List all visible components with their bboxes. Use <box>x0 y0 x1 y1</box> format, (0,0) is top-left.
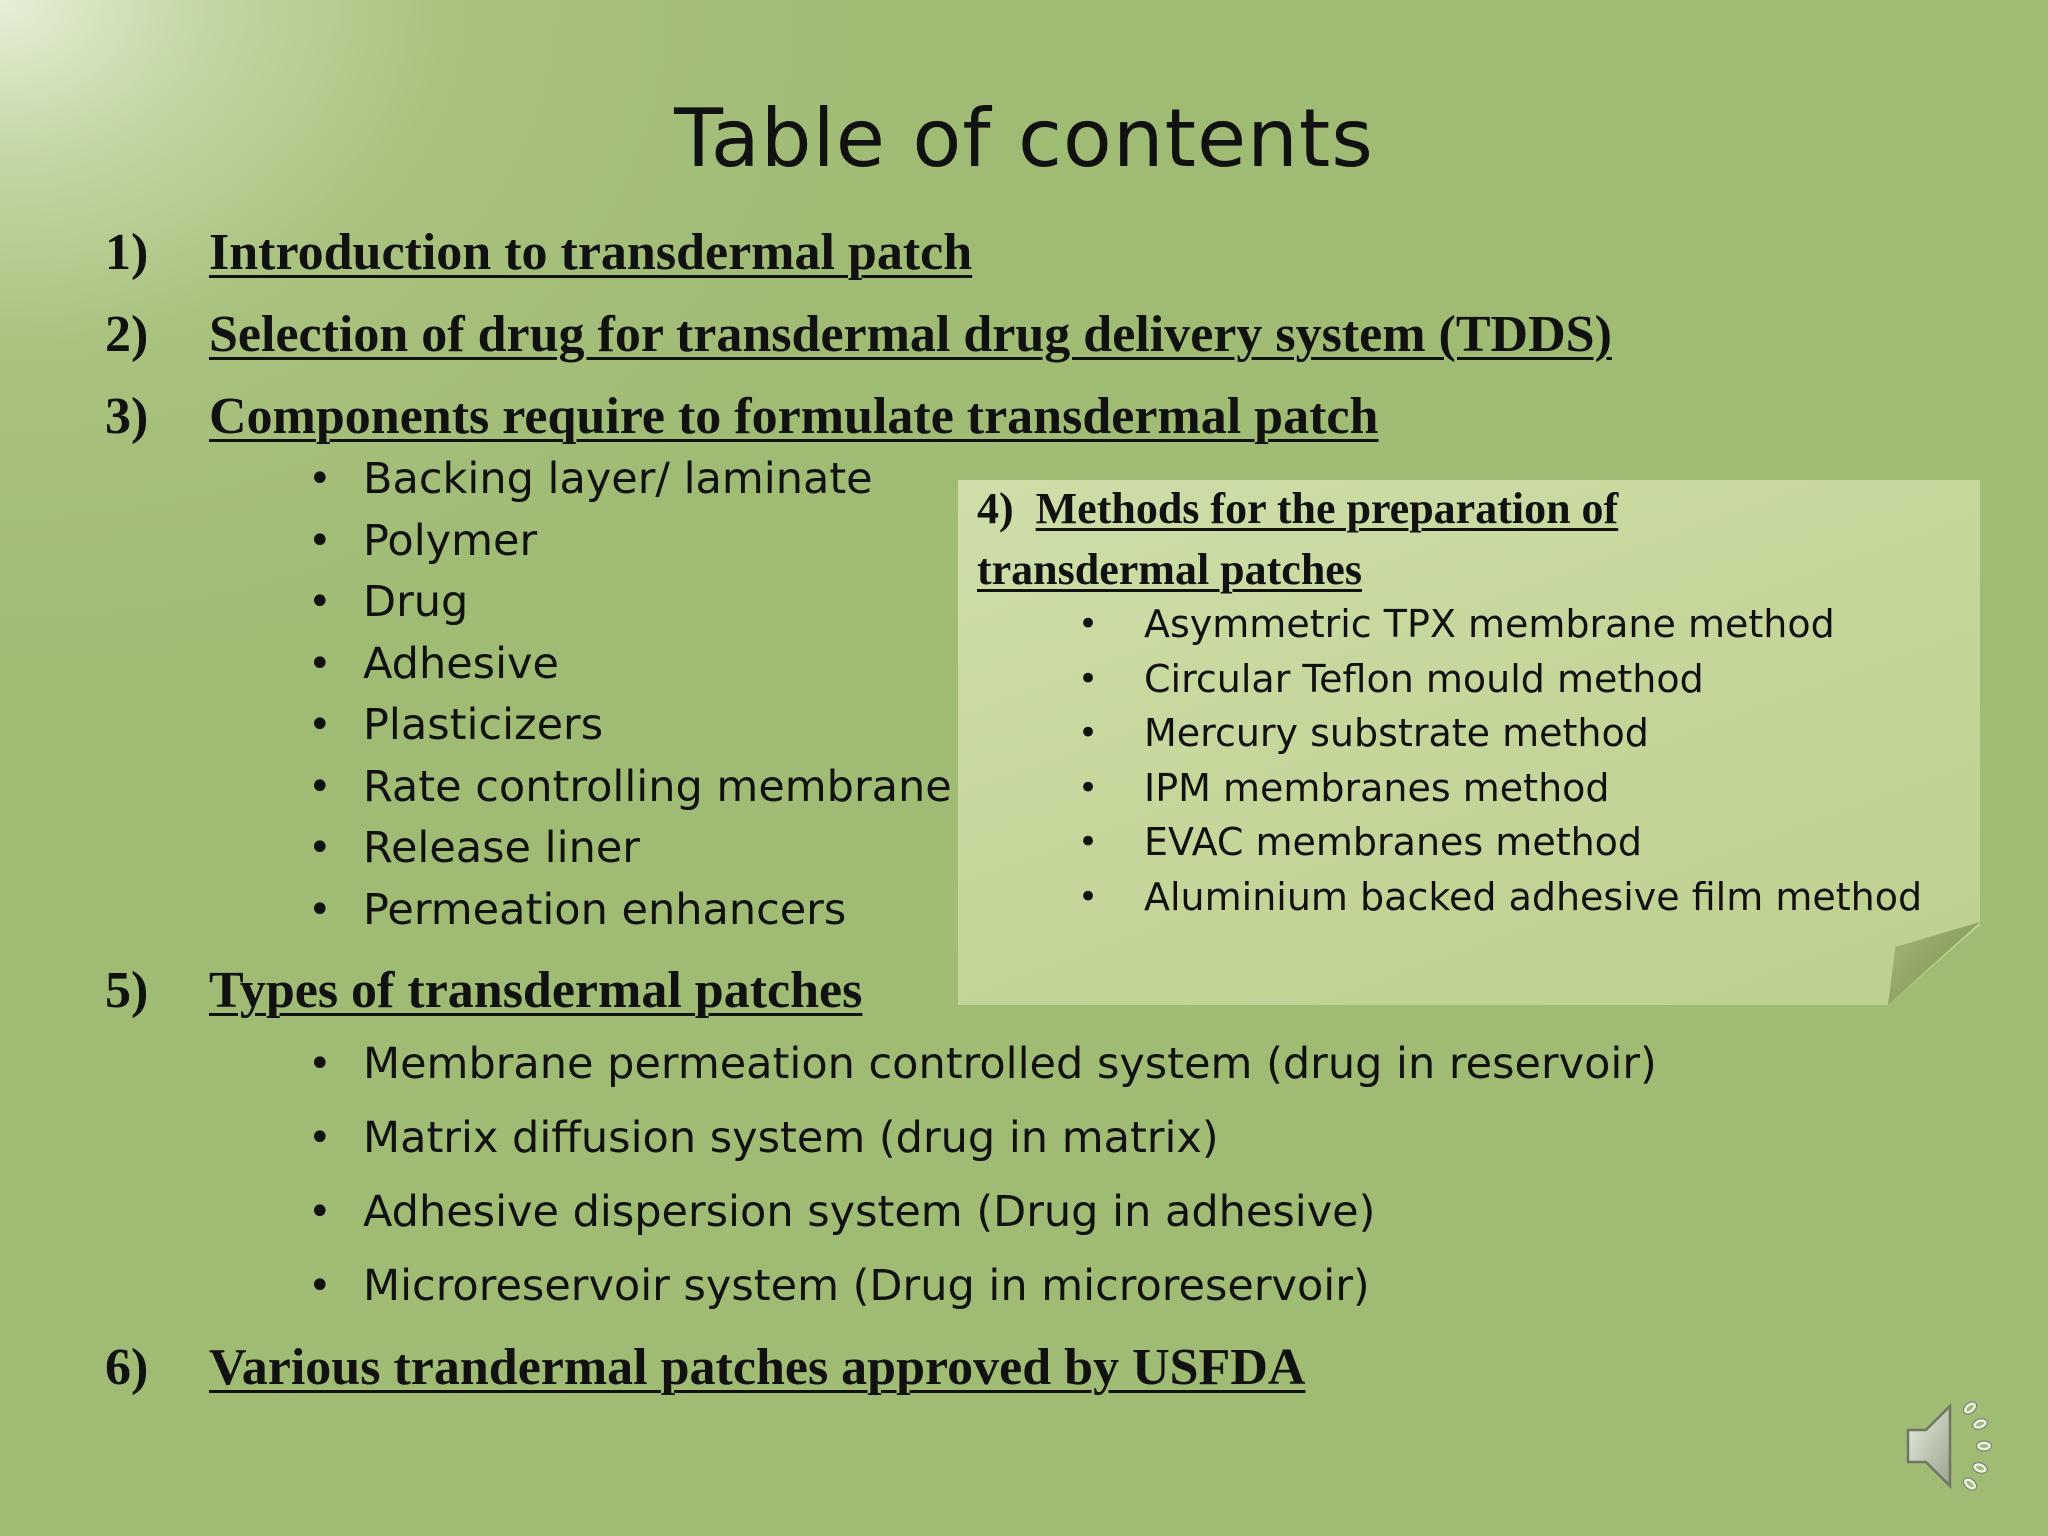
toc-number: 2) <box>105 305 149 363</box>
list-item: EVAC membranes method <box>1078 815 1922 870</box>
toc-item-6: 6) Various trandermal patches approved b… <box>105 1332 1305 1402</box>
list-item: Circular Teflon mould method <box>1078 652 1922 707</box>
toc-label: Various trandermal patches approved by U… <box>209 1338 1306 1396</box>
note-label-line2: transdermal patches <box>977 545 1362 594</box>
list-item: Plasticizers <box>308 695 952 757</box>
toc-label: Selection of drug for transdermal drug d… <box>209 305 1612 363</box>
list-item: Membrane permeation controlled system (d… <box>308 1027 1657 1101</box>
list-item: Asymmetric TPX membrane method <box>1078 597 1922 652</box>
list-item: Polymer <box>308 511 952 573</box>
list-item: Matrix diffusion system (drug in matrix) <box>308 1101 1657 1175</box>
toc-number: 5) <box>105 961 149 1019</box>
toc-item-1: 1) Introduction to transdermal patch <box>105 217 972 287</box>
list-item: Drug <box>308 572 952 634</box>
toc-number: 1) <box>105 223 149 281</box>
note-label-line1: Methods for the preparation of <box>1035 484 1619 533</box>
list-item: Release liner <box>308 818 952 880</box>
components-list: Backing layer/ laminate Polymer Drug Adh… <box>308 449 952 941</box>
toc-label: Introduction to transdermal patch <box>209 223 973 281</box>
toc-item-3: 3) Components require to formulate trans… <box>105 381 1378 451</box>
list-item: Adhesive <box>308 634 952 696</box>
list-item: Mercury substrate method <box>1078 706 1922 761</box>
speaker-icon[interactable] <box>1900 1390 2010 1500</box>
methods-list: Asymmetric TPX membrane method Circular … <box>1078 597 1922 924</box>
list-item: Aluminium backed adhesive film method <box>1078 870 1922 925</box>
patch-types-list: Membrane permeation controlled system (d… <box>308 1027 1657 1323</box>
toc-label: Components require to formulate transder… <box>209 387 1379 445</box>
toc-number: 3) <box>105 387 149 445</box>
toc-item-5: 5) Types of transdermal patches <box>105 955 862 1025</box>
list-item: Permeation enhancers <box>308 880 952 942</box>
toc-label: Types of transdermal patches <box>209 961 863 1019</box>
list-item: Backing layer/ laminate <box>308 449 952 511</box>
toc-item-2: 2) Selection of drug for transdermal dru… <box>105 299 1612 369</box>
note-heading: 4) Methods for the preparation of transd… <box>977 478 1937 600</box>
slide-title: Table of contents <box>674 92 1374 185</box>
list-item: Rate controlling membrane <box>308 757 952 819</box>
list-item: Adhesive dispersion system (Drug in adhe… <box>308 1175 1657 1249</box>
note-number: 4) <box>977 484 1014 533</box>
list-item: Microreservoir system (Drug in microrese… <box>308 1249 1657 1323</box>
toc-number: 6) <box>105 1338 149 1396</box>
list-item: IPM membranes method <box>1078 761 1922 816</box>
